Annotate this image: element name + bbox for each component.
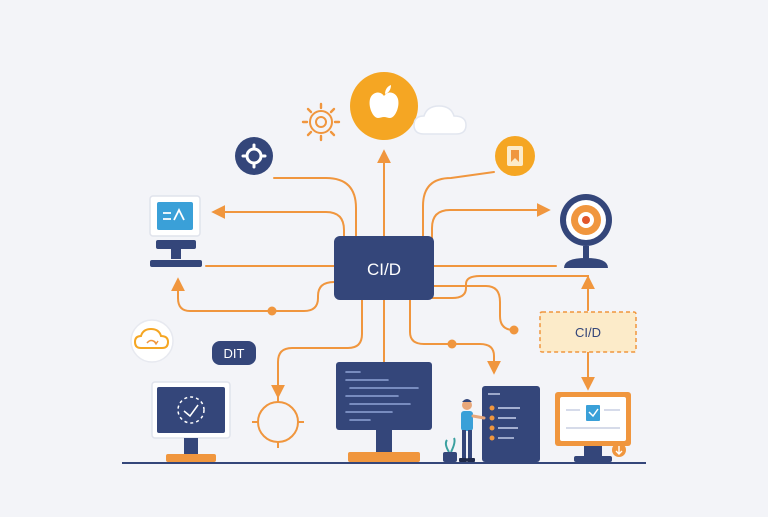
- connector-lines: [171, 149, 595, 399]
- bookmark-icon: [495, 136, 535, 176]
- apple-icon: [350, 72, 418, 140]
- connector-to-gear: [273, 177, 357, 239]
- dit-badge: DIT: [212, 341, 256, 365]
- connector-dots: [267, 306, 519, 349]
- connector-to-orbit: [271, 299, 363, 399]
- person-icon: [459, 399, 486, 462]
- monitor-dashed-circle-icon: [151, 381, 231, 462]
- connector-left-loop: [171, 277, 335, 312]
- center-box: CI/D: [334, 236, 434, 300]
- cloud-icon: [413, 105, 467, 135]
- connector-to-bookmark: [422, 171, 495, 239]
- connector-to-server: [409, 299, 501, 375]
- plant-icon: [443, 437, 457, 462]
- cloud-refresh-icon: [130, 319, 174, 363]
- monitor-chart-icon: [149, 195, 202, 267]
- server-panel-icon: [482, 386, 540, 462]
- connector-dot: [447, 339, 457, 349]
- connector-dot: [509, 325, 519, 335]
- orbit-circle-icon: [252, 396, 304, 448]
- connector-dot: [267, 306, 277, 316]
- connector-to-target: [431, 203, 551, 245]
- document-monitor-icon: [555, 392, 631, 462]
- code-monitor-icon: [336, 362, 432, 462]
- center-box-label: CI/D: [367, 260, 401, 279]
- dit-badge-label: DIT: [224, 346, 245, 361]
- target-camera-icon: [560, 194, 612, 268]
- code-lines: [345, 371, 419, 421]
- server-rows: [489, 405, 520, 441]
- gear-icon: [235, 137, 273, 175]
- side-box-label: CI/D: [575, 325, 601, 340]
- connector-to-left-monitor: [211, 205, 345, 239]
- side-box: CI/D: [539, 311, 637, 353]
- sun-gear-icon: [301, 102, 341, 142]
- connector-to-side-box: [431, 275, 589, 311]
- connector-right-dot: [431, 285, 515, 331]
